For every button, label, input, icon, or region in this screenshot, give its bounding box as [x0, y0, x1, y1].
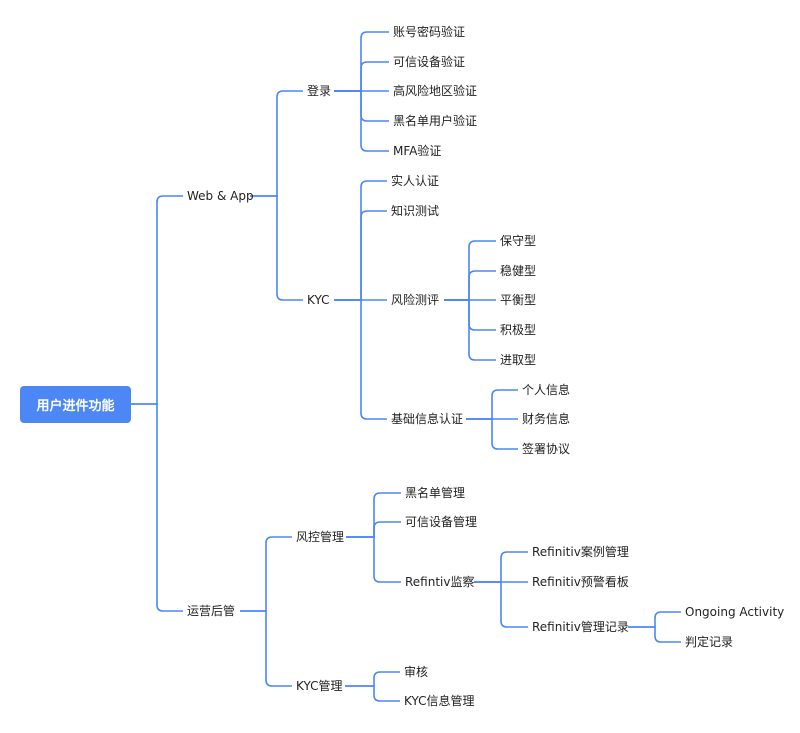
connector-kyc-3	[334, 299, 387, 420]
leaf-login-3[interactable]: 高风险地区验证	[393, 84, 478, 98]
connector-basic-2	[466, 418, 518, 450]
connector-risk-1	[444, 270, 496, 301]
connector-root-0	[131, 195, 183, 405]
leaf-basic-2[interactable]: 财务信息	[522, 412, 571, 426]
connector-kyc-1	[334, 210, 387, 301]
node-refintiv[interactable]: Refintiv监察	[405, 575, 475, 589]
leaf-basic-1[interactable]: 个人信息	[522, 383, 571, 397]
connector-web-app-0	[250, 90, 303, 197]
leaf-risk-5[interactable]: 进取型	[500, 353, 537, 367]
connector-basic-0	[466, 389, 518, 420]
connector-risk-4	[444, 299, 496, 361]
connector-login-0	[334, 31, 389, 92]
connector-risk-0	[444, 240, 496, 301]
leaf-risk-2[interactable]: 稳健型	[500, 264, 537, 278]
node-kyc[interactable]: KYC	[307, 293, 330, 307]
connector-login-4	[334, 90, 389, 152]
leaf-risk-3[interactable]: 平衡型	[500, 293, 537, 307]
connector-refintiv-0	[474, 551, 528, 583]
connector-web-app-1	[250, 195, 303, 301]
leaf-risk-4[interactable]: 积极型	[500, 323, 537, 337]
node-risk-assessment[interactable]: 风险测评	[391, 293, 440, 307]
connector-root-1	[131, 403, 183, 612]
leaf-basic-3[interactable]: 签署协议	[522, 442, 571, 456]
connector-kyc-mgmt-0	[345, 671, 400, 687]
root-node[interactable]: 用户进件功能	[20, 386, 131, 423]
leaf-refintiv-1[interactable]: Refinitiv案例管理	[532, 545, 629, 559]
node-risk-mgmt[interactable]: 风控管理	[296, 530, 345, 544]
leaf-record-1[interactable]: Ongoing Activity	[685, 605, 785, 619]
connector-record-0	[628, 611, 681, 628]
connector-risk-mgmt-1	[346, 521, 401, 538]
leaf-record-2[interactable]: 判定记录	[685, 635, 734, 649]
connector-record-1	[628, 626, 681, 643]
leaf-kyc-1[interactable]: 实人认证	[391, 174, 440, 188]
leaf-login-5[interactable]: MFA验证	[393, 144, 442, 158]
connector-risk-mgmt-2	[346, 536, 401, 583]
node-ops[interactable]: 运营后管	[187, 604, 236, 618]
leaf-riskmgmt-2[interactable]: 可信设备管理	[405, 515, 478, 529]
connector-risk-mgmt-0	[346, 492, 401, 538]
node-login[interactable]: 登录	[307, 84, 332, 98]
leaf-kycmgmt-2[interactable]: KYC信息管理	[404, 694, 475, 708]
connector-refintiv-2	[474, 581, 528, 628]
leaf-kycmgmt-1[interactable]: 审核	[404, 665, 429, 679]
leaf-login-4[interactable]: 黑名单用户验证	[393, 114, 478, 128]
connector-login-1	[334, 61, 389, 92]
leaf-kyc-2[interactable]: 知识测试	[391, 204, 440, 218]
leaf-risk-1[interactable]: 保守型	[500, 234, 537, 248]
connector-ops-0	[240, 536, 292, 612]
leaf-refintiv-2[interactable]: Refinitiv预警看板	[532, 575, 629, 589]
connector-kyc-0	[334, 180, 387, 301]
connector-ops-1	[240, 610, 292, 687]
leaf-login-2[interactable]: 可信设备验证	[393, 55, 466, 69]
connector-risk-3	[444, 299, 496, 331]
node-web-app[interactable]: Web & App	[187, 189, 254, 203]
node-kyc-mgmt[interactable]: KYC管理	[296, 679, 343, 693]
leaf-riskmgmt-1[interactable]: 黑名单管理	[405, 486, 466, 500]
node-basic-info[interactable]: 基础信息认证	[391, 412, 464, 426]
leaf-login-1[interactable]: 账号密码验证	[393, 25, 466, 39]
root-node-label: 用户进件功能	[36, 399, 115, 414]
connector-kyc-mgmt-1	[345, 685, 400, 702]
node-refinitiv-record[interactable]: Refinitiv管理记录	[532, 620, 629, 634]
